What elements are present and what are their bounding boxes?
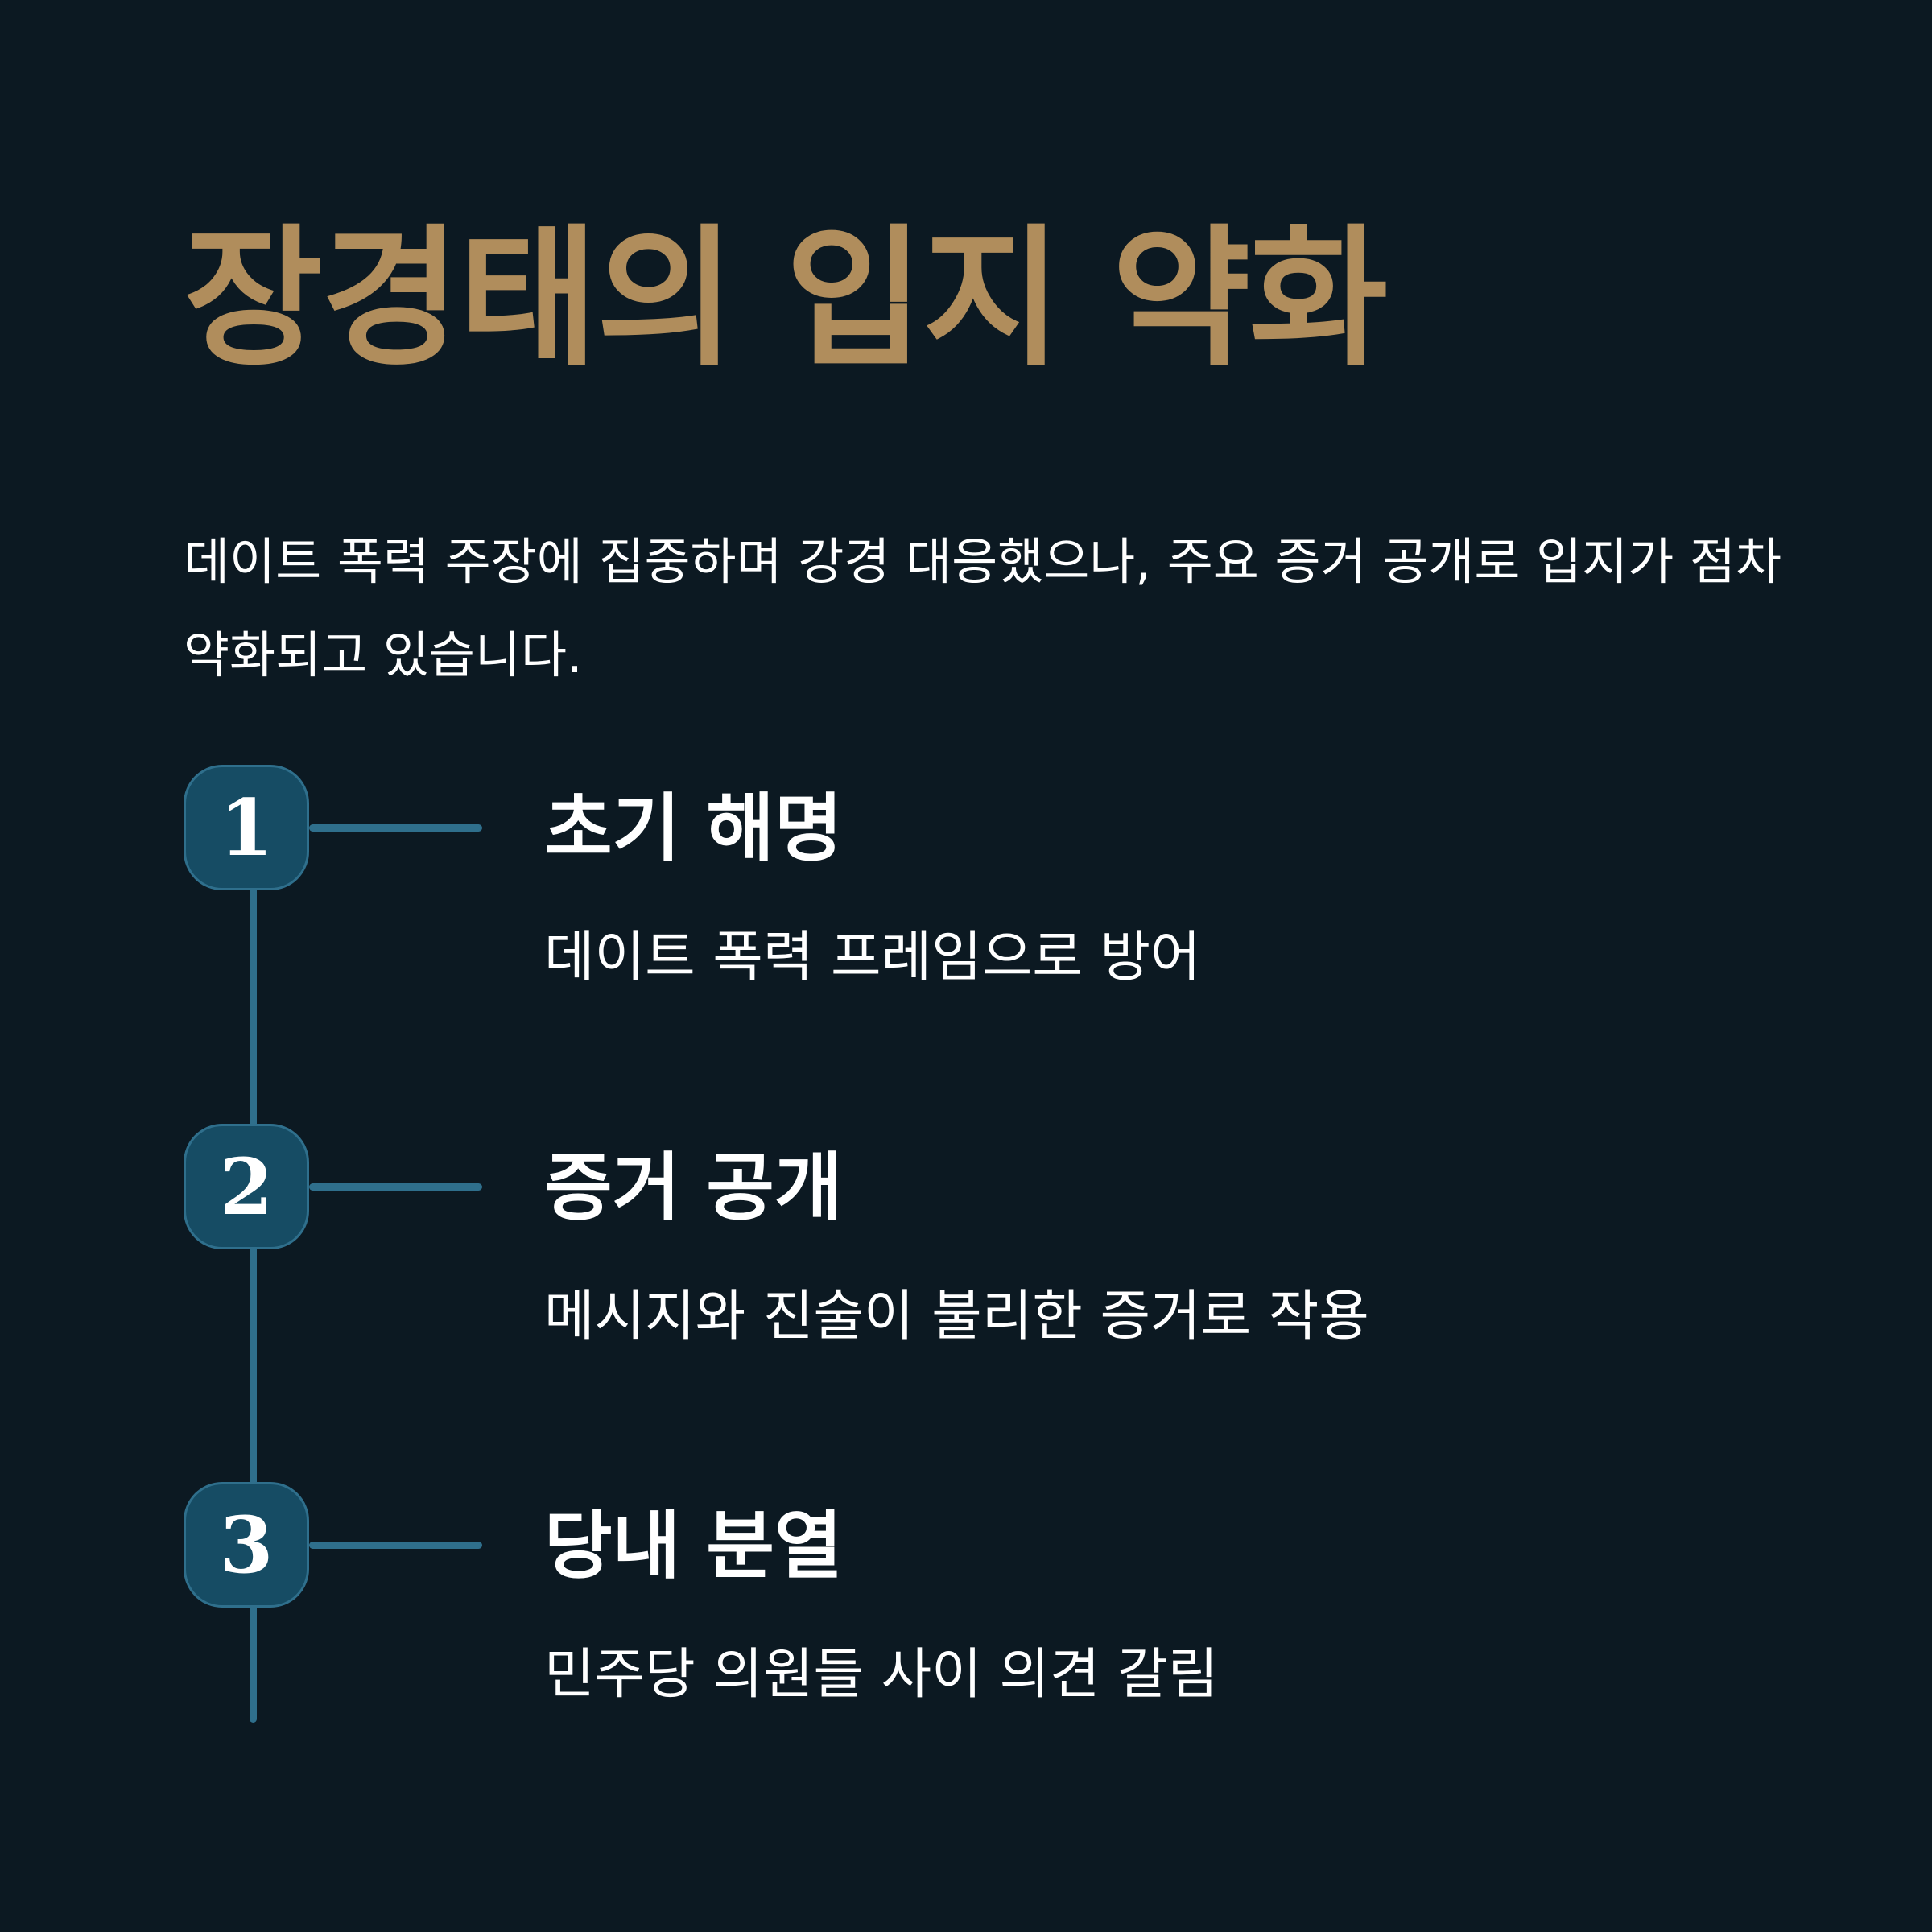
page-title: 장경태의 입지 약화 <box>184 211 1389 387</box>
step-title: 당내 분열 <box>544 1503 843 1589</box>
step-description: 메시지와 진술이 불리한 증거로 작용 <box>544 1285 1369 1348</box>
step-title: 초기 해명 <box>544 786 843 872</box>
step-connector <box>309 1183 482 1191</box>
timeline-step-1: 1 초기 해명 데이트 폭력 프레임으로 방어 <box>0 765 1932 1087</box>
timeline-step-3: 3 당내 분열 민주당 의원들 사이 의견 갈림 <box>0 1482 1932 1804</box>
step-title: 증거 공개 <box>544 1145 843 1231</box>
step-number-badge: 3 <box>184 1482 309 1608</box>
timeline-step-2: 2 증거 공개 메시지와 진술이 불리한 증거로 작용 <box>0 1124 1932 1446</box>
step-connector <box>309 824 482 832</box>
step-connector <box>309 1542 482 1549</box>
step-description: 데이트 폭력 프레임으로 방어 <box>544 926 1201 989</box>
timeline-line <box>250 853 257 1723</box>
step-description: 민주당 의원들 사이 의견 갈림 <box>544 1643 1219 1707</box>
step-number-badge: 1 <box>184 765 309 890</box>
intro-text: 데이트 폭력 주장에 집중하며 강경 대응했으나, 주요 증거 공개로 입지가 … <box>184 532 1782 684</box>
step-number-badge: 2 <box>184 1124 309 1249</box>
